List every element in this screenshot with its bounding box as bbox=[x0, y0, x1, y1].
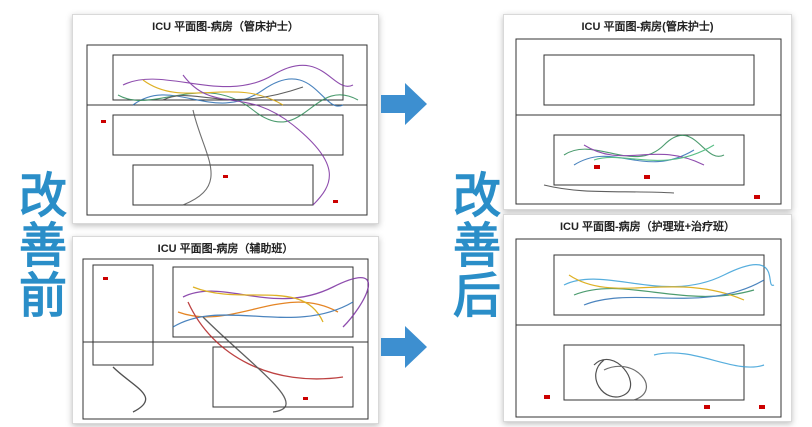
panel-title: ICU 平面图-病房（护理班+治疗班） bbox=[559, 221, 736, 233]
arrow-right-top-icon bbox=[381, 83, 427, 125]
before-plan-assistant: ICU 平面图-病房（辅助班） bbox=[72, 236, 379, 424]
after-plan-nurse: ICU 平面图-病房(管床护士) bbox=[503, 14, 792, 210]
floor-plan-before-assistant bbox=[82, 258, 370, 420]
floor-plan-after-nurse bbox=[515, 38, 782, 205]
floor-plan-after-care-treatment bbox=[515, 238, 782, 418]
floor-plan-before-nurse bbox=[86, 44, 368, 216]
before-improvement-label: 改善前 bbox=[10, 170, 66, 320]
panel-title: ICU 平面图-病房（辅助班） bbox=[157, 243, 294, 255]
after-plan-care-treatment: ICU 平面图-病房（护理班+治疗班） bbox=[503, 214, 792, 422]
arrow-right-bottom-icon bbox=[381, 326, 427, 368]
before-plan-nurse: ICU 平面图-病房（管床护士） bbox=[72, 14, 379, 224]
panel-title: ICU 平面图-病房(管床护士) bbox=[581, 21, 714, 33]
panel-title: ICU 平面图-病房（管床护士） bbox=[152, 21, 299, 33]
after-improvement-label: 改善后 bbox=[444, 170, 500, 320]
